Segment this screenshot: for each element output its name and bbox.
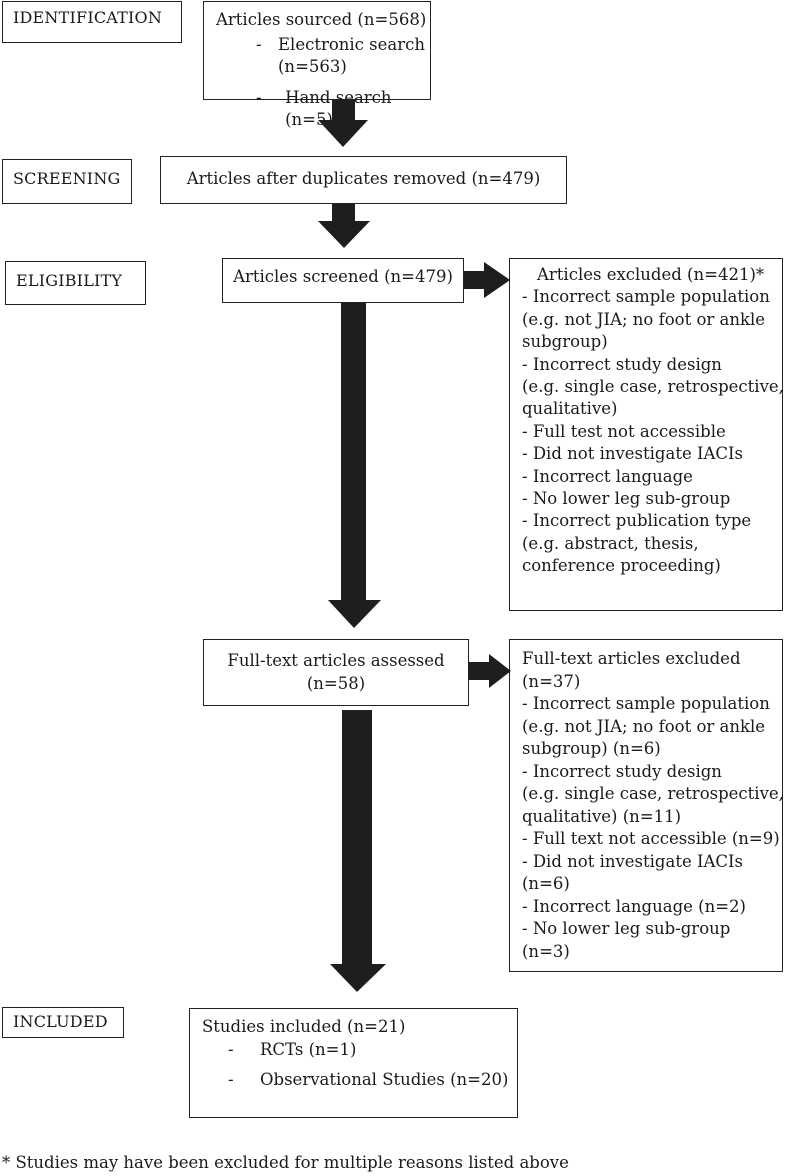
hand-search-label: Hand search (n=5) (285, 87, 392, 130)
exclusion-reason: - Incorrect study design (522, 761, 722, 781)
exclusion-reason: - Did not investigate IACIs (522, 444, 744, 464)
duplicates-removed-label: Articles after duplicates removed (n=479… (186, 169, 541, 188)
electronic-search-label: Electronic search (n=563) (278, 34, 425, 77)
exclusion-reason: (n=3) (522, 941, 570, 961)
articles-screened-label: Articles screened (n=479) (233, 267, 453, 286)
exclusion-reason: (e.g. single case, retrospective, (522, 784, 784, 803)
bullet-dash: - (228, 1070, 234, 1089)
stage-screening: SCREENING (2, 159, 132, 204)
exclusion-reason: (e.g. not JIA; no foot or ankle (522, 716, 766, 736)
bullet-dash: - (228, 1039, 234, 1059)
exclusion-reason: (e.g. not JIA; no foot or ankle (522, 309, 766, 329)
exclusion-reason: - No lower leg sub-group (522, 489, 731, 509)
exclusion-reason: - No lower leg sub-group (522, 919, 731, 938)
exclusion-reason: - Incorrect language (n=2) (522, 896, 746, 916)
duplicates-removed-box: Articles after duplicates removed (n=479… (160, 156, 567, 204)
stage-included: INCLUDED (2, 1007, 124, 1038)
rcts-label: RCTs (n=1) (260, 1039, 357, 1059)
arrow-down (318, 204, 370, 248)
stage-identification: IDENTIFICATION (2, 1, 182, 43)
exclusion-reason: (e.g. abstract, thesis, (522, 533, 699, 553)
exclusion-reason: - Incorrect sample population (522, 694, 770, 713)
exclusion-reason: (n=6) (522, 874, 570, 893)
exclusion-reason: - Incorrect publication type (522, 511, 752, 531)
exclusion-reason: - Incorrect study design (522, 354, 722, 374)
stage-eligibility-label: ELIGIBILITY (16, 271, 123, 290)
exclusion-reason: conference proceeding) (522, 556, 721, 576)
stage-identification-label: IDENTIFICATION (13, 8, 163, 27)
stage-eligibility: ELIGIBILITY (5, 261, 146, 305)
fulltext-excluded-title: Full-text articles excluded (522, 649, 741, 668)
exclusion-reason: (e.g. single case, retrospective, (522, 377, 784, 397)
exclusion-reason: - Full test not accessible (522, 421, 726, 441)
fulltext-assessed-box: Full-text articles assessed (n=58) (203, 639, 469, 706)
arrow-down (318, 100, 368, 147)
fulltext-excluded-box: Full-text articles excluded (n=37) - Inc… (509, 639, 784, 972)
studies-included-box: Studies included (n=21) - RCTs (n=1) - O… (189, 1008, 518, 1118)
articles-excluded-title: Articles excluded (n=421)* (537, 265, 765, 284)
exclusion-reason: qualitative) (522, 399, 618, 419)
articles-sourced-title: Articles sourced (n=568) (216, 10, 427, 29)
fulltext-assessed-label: Full-text articles assessed (227, 651, 445, 670)
arrow-down (330, 710, 386, 992)
articles-excluded-box: Articles excluded (n=421)* - Incorrect s… (509, 258, 784, 611)
fulltext-assessed-count: (n=58) (306, 673, 366, 693)
exclusion-reason: - Did not investigate IACIs (522, 851, 744, 871)
exclusion-reason: - Incorrect language (522, 466, 693, 486)
observational-item: - Observational Studies (n=20) (228, 1069, 517, 1092)
bullet-dash: - (256, 87, 262, 107)
exclusion-reason: - Incorrect sample population (522, 287, 770, 307)
observational-label: Observational Studies (n=20) (260, 1070, 509, 1089)
articles-screened-box: Articles screened (n=479) (222, 258, 464, 303)
articles-sourced-box: Articles sourced (n=568) - Electronic se… (203, 1, 431, 129)
arrow-down (328, 303, 381, 628)
fulltext-excluded-count: (n=37) (522, 671, 581, 691)
exclusion-reason: - Full text not accessible (n=9) (522, 829, 780, 848)
arrow-right (464, 262, 510, 298)
studies-included-title: Studies included (n=21) (202, 1017, 406, 1036)
exclusion-reason: qualitative) (n=11) (522, 806, 682, 826)
electronic-search-item: - Electronic search (n=563) (256, 34, 430, 79)
bullet-dash: - (256, 34, 262, 54)
rcts-item: - RCTs (n=1) (228, 1039, 517, 1062)
arrow-right (469, 654, 511, 688)
stage-included-label: INCLUDED (13, 1012, 108, 1031)
footnote: * Studies may have been excluded for mul… (2, 1153, 569, 1172)
exclusion-reason: subgroup) (522, 332, 608, 352)
exclusion-reason: subgroup) (n=6) (522, 739, 661, 758)
stage-screening-label: SCREENING (13, 169, 121, 188)
hand-search-item: - Hand search (n=5) (256, 87, 430, 132)
